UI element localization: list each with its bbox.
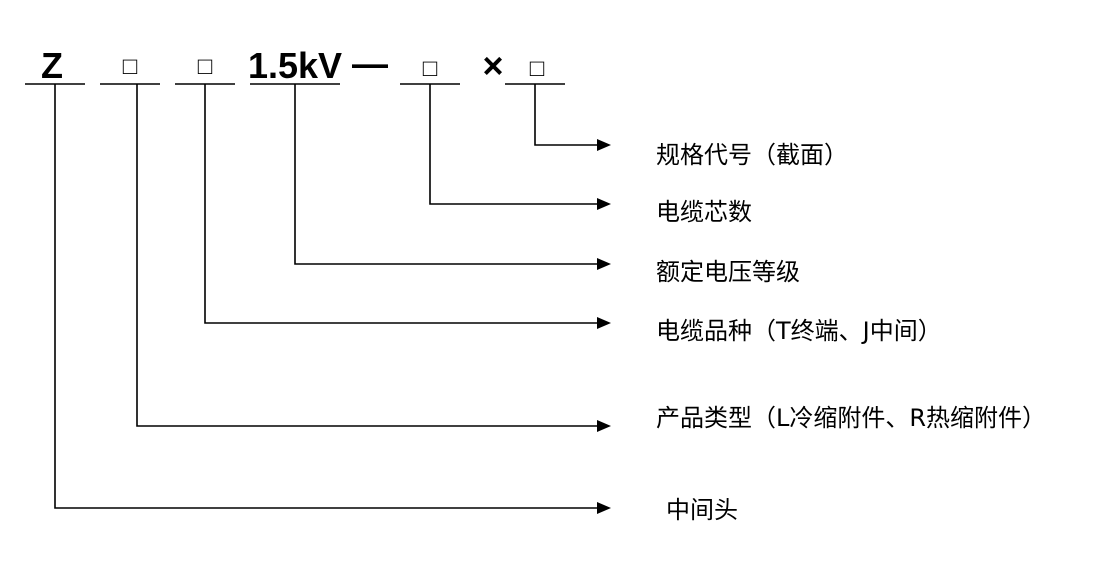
arrow-variety: [597, 317, 611, 329]
code-prefix-z: Z: [41, 45, 63, 86]
label-voltage: 额定电压等级: [656, 258, 800, 286]
label-cores: 电缆芯数: [656, 198, 752, 226]
leader-cores: [429, 84, 598, 205]
arrow-spec: [597, 139, 611, 151]
leader-spec: [534, 84, 598, 146]
leader-joint: [54, 84, 598, 509]
code-voltage: 1.5kV: [248, 45, 342, 86]
arrow-type: [597, 420, 611, 432]
leader-variety: [204, 84, 598, 324]
code-type-box: □: [123, 53, 138, 80]
code-cores-box: □: [423, 55, 438, 82]
label-type: 产品类型（L冷缩附件、R热缩附件）: [656, 404, 1046, 432]
arrow-joint: [597, 502, 611, 514]
label-joint: 中间头: [666, 496, 738, 524]
leader-type: [136, 84, 598, 427]
arrow-cores: [597, 198, 611, 210]
code-dash: —: [352, 43, 388, 84]
arrow-voltage: [597, 258, 611, 270]
leader-voltage: [294, 84, 598, 265]
code-variety-box: □: [198, 53, 213, 80]
code-times: ×: [482, 45, 503, 86]
code-spec-box: □: [530, 55, 545, 82]
label-variety: 电缆品种（T终端、J中间）: [656, 317, 942, 345]
label-spec: 规格代号（截面）: [656, 141, 848, 169]
